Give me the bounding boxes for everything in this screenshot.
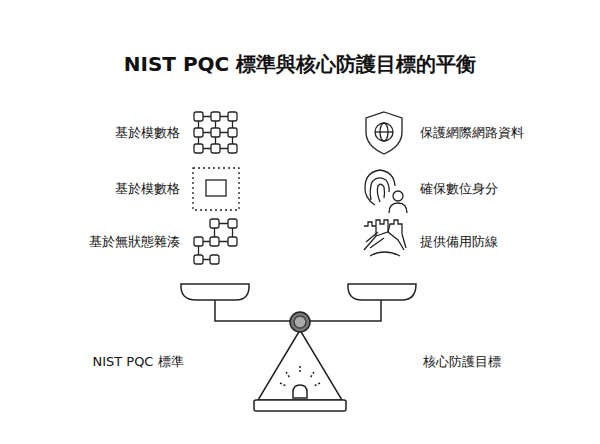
hash-label: 基於無狀態雜湊	[89, 234, 180, 250]
side-label: NIST PQC 標準	[92, 354, 183, 370]
side-label: 核心防護目標	[423, 354, 501, 370]
title: NIST PQC 標準與核心防護目標的平衡	[124, 51, 477, 77]
fingerprint-icon	[365, 170, 407, 213]
hash-blocks-icon	[194, 219, 237, 264]
goal-label: 提供備用防線	[420, 234, 498, 250]
shield-globe-icon	[366, 112, 402, 154]
lattice-box-icon	[193, 168, 239, 210]
lattice-label: 基於模數格	[115, 125, 180, 141]
wall-icon	[364, 220, 406, 256]
lattice-label: 基於模數格	[115, 181, 180, 197]
goal-label: 確保數位身分	[420, 181, 498, 197]
balance-scale	[181, 284, 416, 411]
lattice-grid-icon	[194, 112, 237, 153]
goal-label: 保護網際網路資料	[420, 125, 524, 141]
